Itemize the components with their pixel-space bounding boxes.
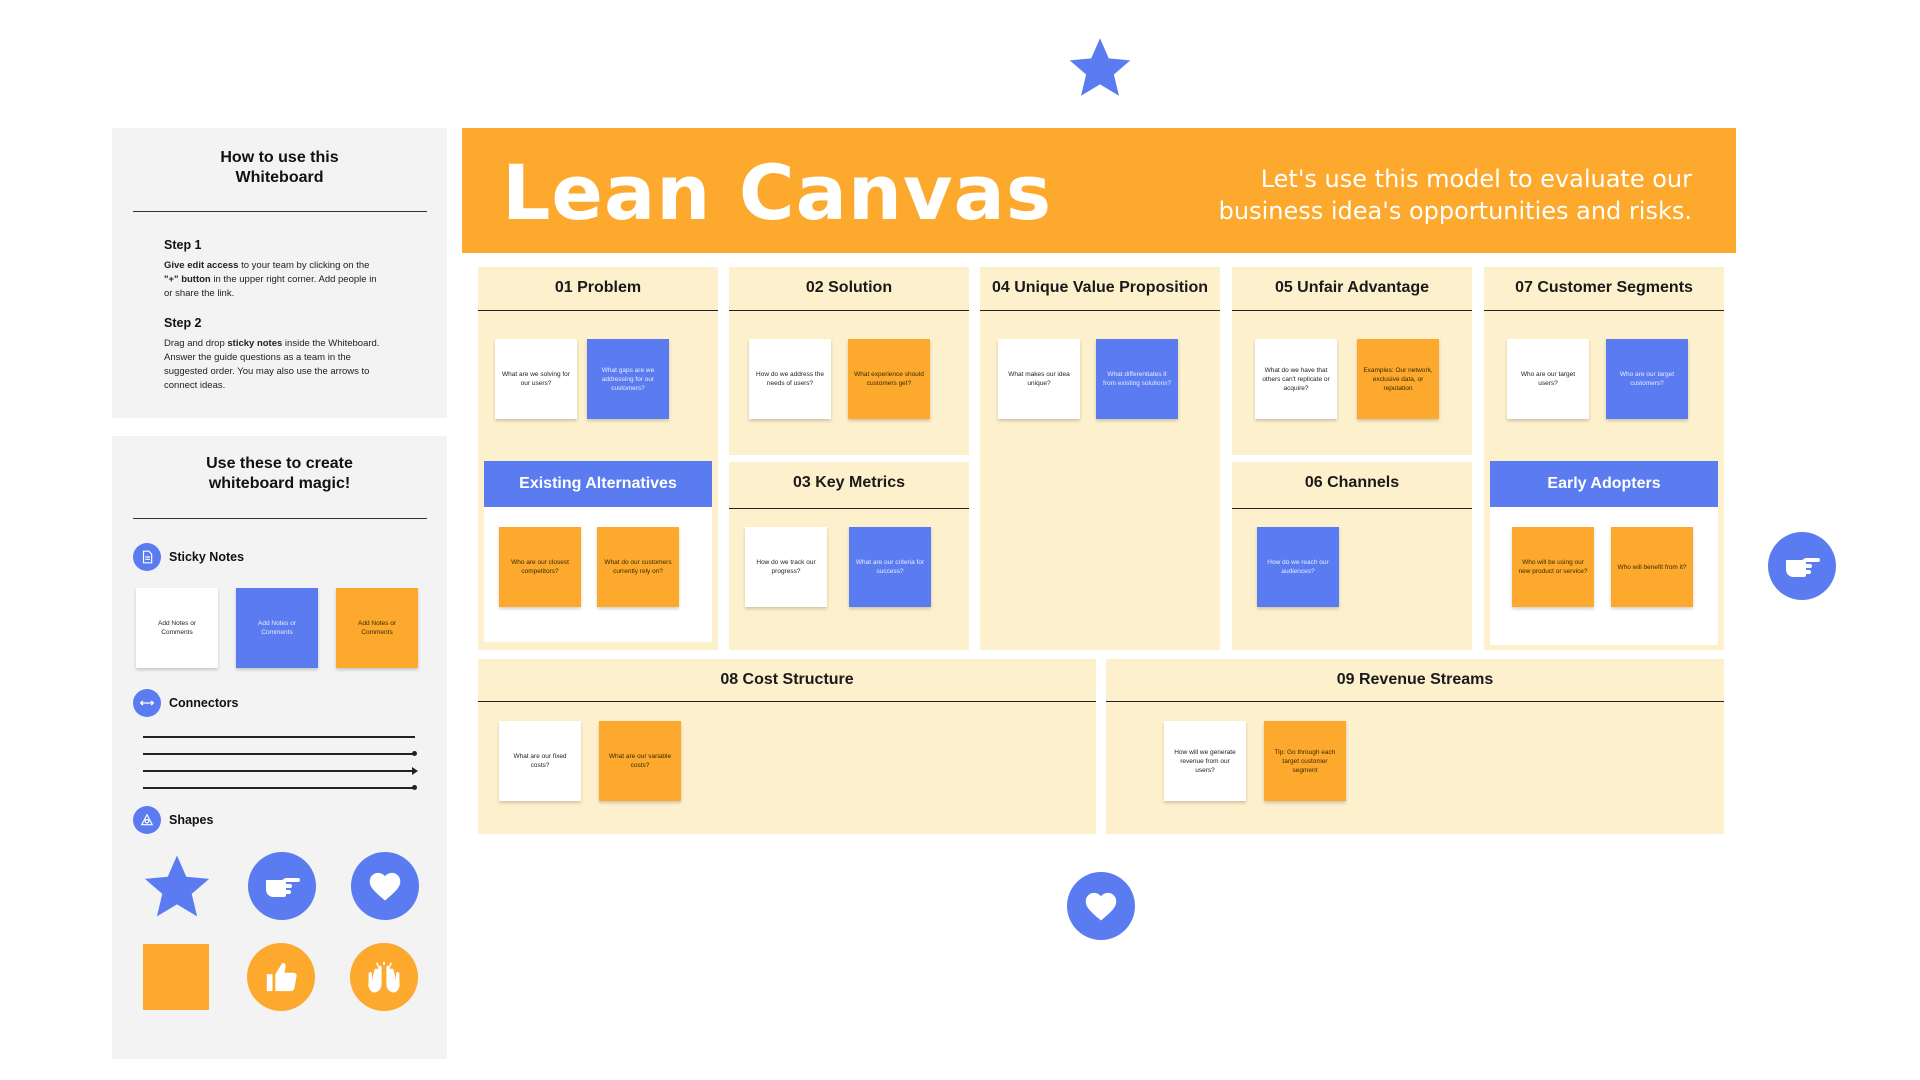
cell-problem[interactable]: 01 Problem What are we solving for our u… [478,267,718,650]
step2-heading: Step 2 [164,316,202,330]
raised-hands-icon [368,961,400,993]
cell-title: 06 Channels [1304,474,1400,491]
cell-divider [1232,310,1472,311]
cell-unfair-advantage[interactable]: 05 Unfair Advantage What do we have that… [1232,267,1472,455]
connector-line-dot[interactable] [143,751,417,756]
sticky-note[interactable]: What do our customers currently rely on? [597,527,679,607]
cell-title: 04 Unique Value Proposition [991,279,1209,296]
heart-icon [1085,892,1117,921]
sticky-note[interactable]: What are our criteria for success? [849,527,931,607]
sticky-note-blue[interactable]: Add Notes or Comments [236,588,318,668]
star-icon[interactable] [140,851,214,923]
shapes-label: Shapes [169,813,214,827]
star-icon[interactable] [1065,34,1135,102]
cell-divider [729,310,969,311]
page-subtitle: Let's use this model to evaluate our bus… [1218,165,1692,225]
sticky-note[interactable]: What are our variable costs? [599,721,681,801]
lean-canvas-header: Lean Canvas Let's use this model to eval… [462,128,1736,253]
sticky-note[interactable]: Who will benefit from it? [1611,527,1693,607]
existing-alternatives-header: Existing Alternatives [484,461,712,507]
step2-text: Drag and drop sticky notes inside the Wh… [164,338,380,391]
cell-channels[interactable]: 06 Channels How do we reach our audience… [1232,462,1472,650]
sticky-note[interactable]: How do we reach our audiences? [1257,527,1339,607]
toolkit-title: Use these to create whiteboard magic! [206,455,353,492]
pointing-hand-shape[interactable] [248,852,316,920]
shapes-icon [133,806,161,834]
heart-shape[interactable] [351,852,419,920]
pointing-hand-icon [1786,558,1820,577]
step1-text: Give edit access to your team by clickin… [164,260,377,299]
cell-divider [980,310,1220,311]
page-title: Lean Canvas [502,148,1053,237]
sticky-note[interactable]: How do we track our progress? [745,527,827,607]
sticky-note[interactable]: Who are our target users? [1507,339,1589,419]
sticky-note[interactable]: Who are our closest competitors? [499,527,581,607]
sticky-note[interactable]: Who are our target customers? [1606,339,1688,419]
cell-title: 05 Unfair Advantage [1274,279,1430,296]
cell-title: 01 Problem [554,279,642,296]
sticky-note[interactable]: How do we address the needs of users? [749,339,831,419]
toolkit-divider [133,518,427,519]
raised-hands-shape[interactable] [350,943,418,1011]
sticky-note[interactable]: What are we solving for our users? [495,339,577,419]
cell-unique-value-proposition[interactable]: 04 Unique Value Proposition What makes o… [980,267,1220,650]
cell-cost-structure[interactable]: 08 Cost Structure What are our fixed cos… [478,659,1096,834]
cell-title: 03 Key Metrics [792,474,906,491]
step1-heading: Step 1 [164,238,202,252]
sticky-note[interactable]: How will we generate revenue from our us… [1164,721,1246,801]
connector-line-arrow[interactable] [143,767,418,775]
sticky-note[interactable]: Who will be using our new product or ser… [1512,527,1594,607]
cell-title: 08 Cost Structure [720,671,854,688]
early-adopters-header: Early Adopters [1490,461,1718,507]
sticky-note[interactable]: What differentiates it from existing sol… [1096,339,1178,419]
guide-title: How to use this Whiteboard [220,149,339,186]
heart-icon [369,872,401,901]
cell-title: 09 Revenue Streams [1336,671,1494,688]
sticky-note[interactable]: What are our fixed costs? [499,721,581,801]
cell-divider [478,701,1096,702]
sticky-note[interactable]: Examples: Our network, exclusive data, o… [1357,339,1439,419]
sticky-note[interactable]: Tip: Go through each target customer seg… [1264,721,1346,801]
thumbs-up-icon [266,962,297,992]
line-end-arrow [412,767,418,775]
cell-divider [478,310,718,311]
line-end-dot [412,785,417,790]
cell-divider [1232,508,1472,509]
connector-line-dot-2[interactable] [143,785,417,790]
sticky-note[interactable]: What experience should customers get? [848,339,930,419]
sticky-note-white[interactable]: Add Notes or Comments [136,588,218,668]
cell-revenue-streams[interactable]: 09 Revenue Streams How will we generate … [1106,659,1724,834]
document-icon [133,543,161,571]
cell-key-metrics[interactable]: 03 Key Metrics How do we track our progr… [729,462,969,650]
thumbs-up-shape[interactable] [247,943,315,1011]
cell-divider [1106,701,1724,702]
cell-customer-segments[interactable]: 07 Customer Segments Who are our target … [1484,267,1724,650]
sticky-notes-label: Sticky Notes [169,550,245,564]
heart-shape[interactable] [1067,872,1135,940]
cell-title: 07 Customer Segments [1515,279,1693,296]
cell-divider [1484,310,1724,311]
connector-icon [133,689,161,717]
sticky-note[interactable]: What do we have that others can't replic… [1255,339,1337,419]
sticky-note-orange[interactable]: Add Notes or Comments [336,588,418,668]
connector-line-plain[interactable] [143,736,415,738]
pointing-hand-shape[interactable] [1768,532,1836,600]
connectors-label: Connectors [169,696,239,710]
line-end-dot [412,751,417,756]
cell-solution[interactable]: 02 Solution How do we address the needs … [729,267,969,455]
sticky-note[interactable]: What makes our idea unique? [998,339,1080,419]
guide-divider [133,211,427,212]
cell-divider [729,508,969,509]
sticky-note[interactable]: What gaps are we addressing for our cust… [587,339,669,419]
guide-panel: How to use this Whiteboard Step 1 Give e… [112,128,447,418]
cell-title: 02 Solution [805,279,893,296]
square-shape[interactable] [143,944,209,1010]
pointing-hand-icon [266,878,300,897]
